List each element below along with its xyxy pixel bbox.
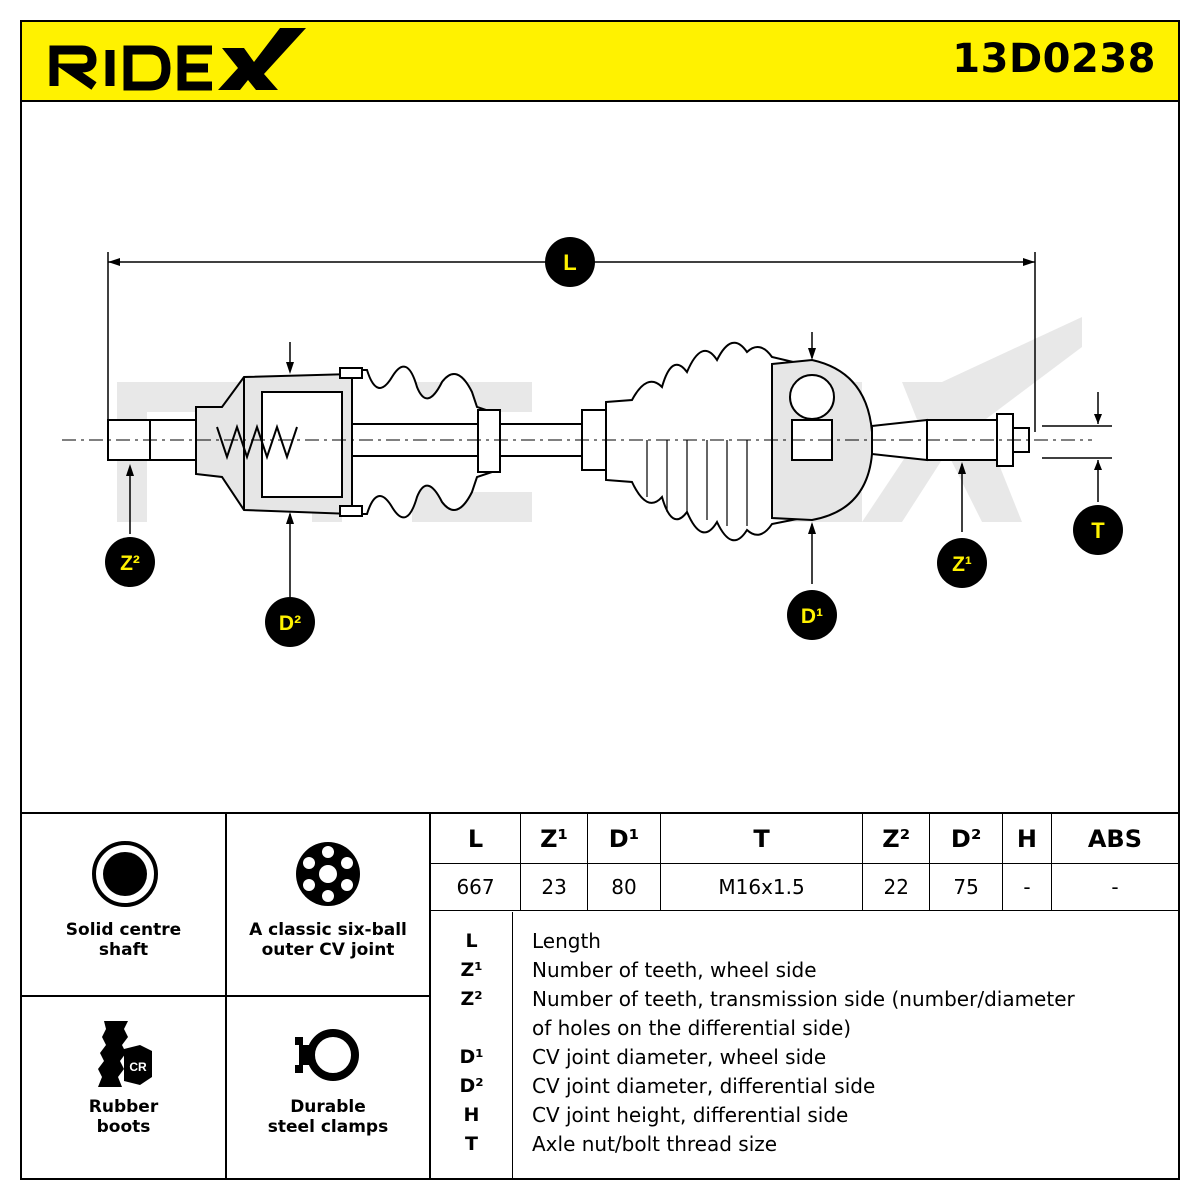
callout-Z1: Z¹ (937, 538, 987, 588)
legend-row: of holes on the differential side) (431, 1014, 1178, 1043)
feature-six-ball-joint: A classic six-ball outer CV joint (227, 814, 429, 995)
callout-D1-label: D¹ (801, 605, 823, 628)
legend-text: Length (532, 929, 601, 953)
spec-value: 75 (929, 863, 1004, 911)
callout-D2: D² (265, 597, 315, 647)
legend-text: CV joint diameter, wheel side (532, 1045, 827, 1069)
legend-text: Number of teeth, transmission side (numb… (532, 987, 1075, 1011)
spec-header: D² (929, 814, 1004, 864)
spec-header: Z¹ (520, 814, 589, 864)
legend-text: Axle nut/bolt thread size (532, 1132, 778, 1156)
spec-header: Z² (862, 814, 931, 864)
spec-value: - (1002, 863, 1052, 911)
spec-value: 80 (587, 863, 661, 911)
legend-row: Z¹ Number of teeth, wheel side (431, 956, 1178, 985)
legend-symbol: D¹ (459, 1046, 484, 1068)
spec-value: 22 (862, 863, 931, 911)
legend-symbol: Z² (460, 988, 483, 1010)
feature-caption: Rubber boots (88, 1097, 159, 1137)
part-number: 13D0238 (952, 36, 1156, 82)
rubber-boot-cr-icon: CR (98, 1021, 152, 1087)
legend-row: D¹ CV joint diameter, wheel side (431, 1043, 1178, 1072)
callout-L: L (545, 237, 595, 287)
legend-text: CV joint diameter, differential side (532, 1074, 876, 1098)
callout-D2-label: D² (279, 612, 301, 635)
outer-frame (20, 20, 1180, 1180)
steel-clamp-icon (295, 1029, 359, 1081)
feature-rubber-boots: CR Rubber boots (22, 997, 225, 1178)
legend-symbol: T (465, 1133, 478, 1155)
feature-caption: Durable steel clamps (267, 1097, 389, 1137)
legend-row: H CV joint height, differential side (431, 1101, 1178, 1130)
spec-header: L (431, 814, 522, 864)
spec-value-row: 667 23 80 M16x1.5 22 75 - - (431, 863, 1178, 911)
spec-header-row: L Z¹ D¹ T Z² D² H ABS (431, 814, 1178, 864)
legend-text: CV joint height, differential side (532, 1103, 849, 1127)
section-divider (20, 812, 1180, 814)
legend-text: of holes on the differential side) (532, 1016, 852, 1040)
spec-header: ABS (1050, 814, 1178, 864)
legend-text: Number of teeth, wheel side (532, 958, 817, 982)
header-bar: 13D0238 (22, 22, 1178, 102)
spec-table: L Z¹ D¹ T Z² D² H ABS 667 23 80 M16x1.5 … (431, 814, 1178, 911)
driveshaft-diagram: L Z² D² D¹ Z¹ T (22, 102, 1178, 812)
legend-row: L Length (431, 927, 1178, 956)
legend-symbol: H (463, 1104, 480, 1126)
solid-shaft-icon (92, 841, 158, 907)
legend-symbol: D² (459, 1075, 484, 1097)
spec-header: D¹ (587, 814, 661, 864)
callout-Z1-label: Z¹ (952, 553, 972, 576)
feature-caption: Solid centre shaft (65, 920, 182, 960)
feature-steel-clamps: Durable steel clamps (227, 997, 429, 1178)
spec-value: 667 (431, 863, 522, 911)
features-grid: Solid centre shaft A classic six-ball ou… (22, 814, 431, 1178)
legend-row: D² CV joint diameter, differential side (431, 1072, 1178, 1101)
callout-T-label: T (1091, 518, 1105, 543)
six-ball-joint-icon (296, 842, 360, 906)
callout-D1: D¹ (787, 590, 837, 640)
spec-value: M16x1.5 (659, 863, 864, 911)
feature-caption: A classic six-ball outer CV joint (249, 920, 407, 960)
spec-header: T (659, 814, 864, 864)
svg-text:CR: CR (129, 1060, 147, 1074)
callout-T: T (1073, 505, 1123, 555)
legend-row: Z² Number of teeth, transmission side (n… (431, 985, 1178, 1014)
callout-Z2: Z² (105, 537, 155, 587)
legend-symbol: L (465, 930, 478, 952)
feature-solid-shaft: Solid centre shaft (22, 814, 225, 995)
legend-row: T Axle nut/bolt thread size (431, 1130, 1178, 1159)
legend: L Length Z¹ Number of teeth, wheel side … (431, 912, 1178, 1178)
spec-value: 23 (520, 863, 589, 911)
ridex-logo (48, 28, 318, 98)
legend-symbol: Z¹ (460, 959, 483, 981)
spec-value: - (1050, 863, 1178, 911)
callout-Z2-label: Z² (120, 552, 140, 575)
spec-header: H (1002, 814, 1052, 864)
callout-L-label: L (563, 250, 576, 275)
